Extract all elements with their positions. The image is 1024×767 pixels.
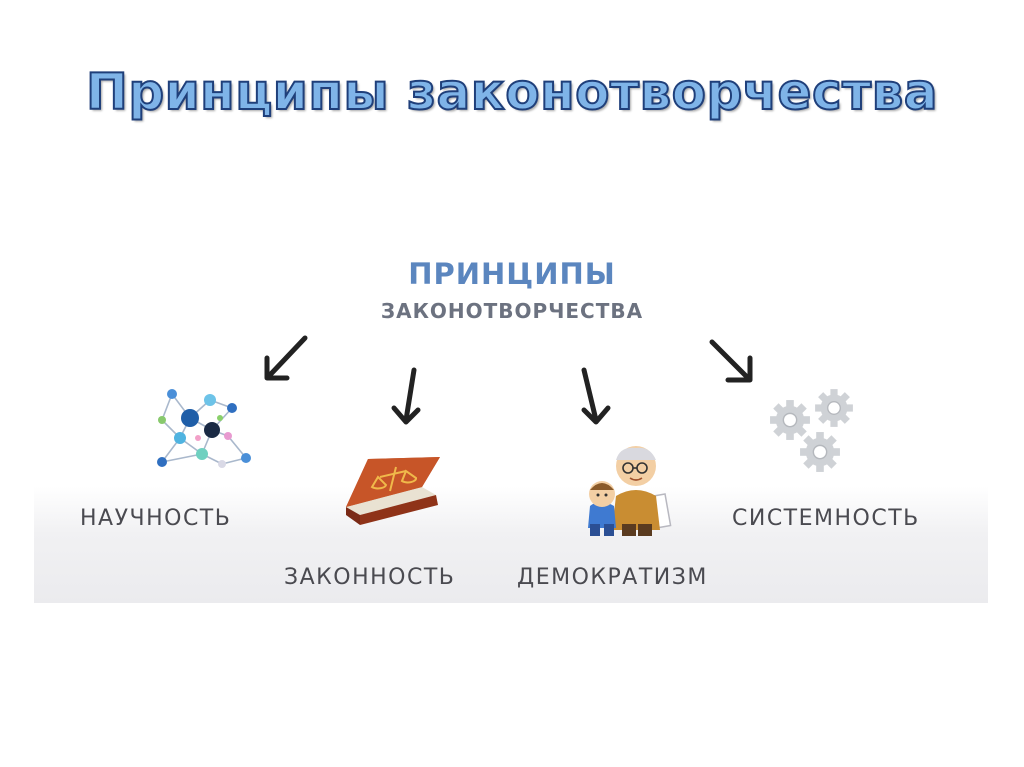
arrow-to-nauchnost [264, 335, 308, 381]
diagram-heading-line2: ЗАКОНОТВОРЧЕСТВА [380, 299, 644, 323]
arrow-to-demokratizm [581, 367, 611, 425]
arrow-to-zakonnost [391, 367, 421, 425]
principle-label-sistemnost: СИСТЕМНОСТЬ [732, 506, 920, 531]
principle-label-nauchnost: НАУЧНОСТЬ [80, 506, 232, 531]
gears-icon [769, 388, 854, 473]
principle-label-demokratizm: ДЕМОКРАТИЗМ [517, 565, 708, 590]
slide-title: Принципы законотворчества [85, 62, 938, 122]
law-book-icon [346, 457, 440, 525]
principle-label-zakonnost: ЗАКОННОСТЬ [284, 565, 456, 590]
molecule-network-icon [157, 389, 251, 468]
arrow-to-sistemnost [709, 339, 753, 383]
people-icon [588, 446, 672, 536]
diagram-heading-line1: ПРИНЦИПЫ [408, 257, 616, 291]
